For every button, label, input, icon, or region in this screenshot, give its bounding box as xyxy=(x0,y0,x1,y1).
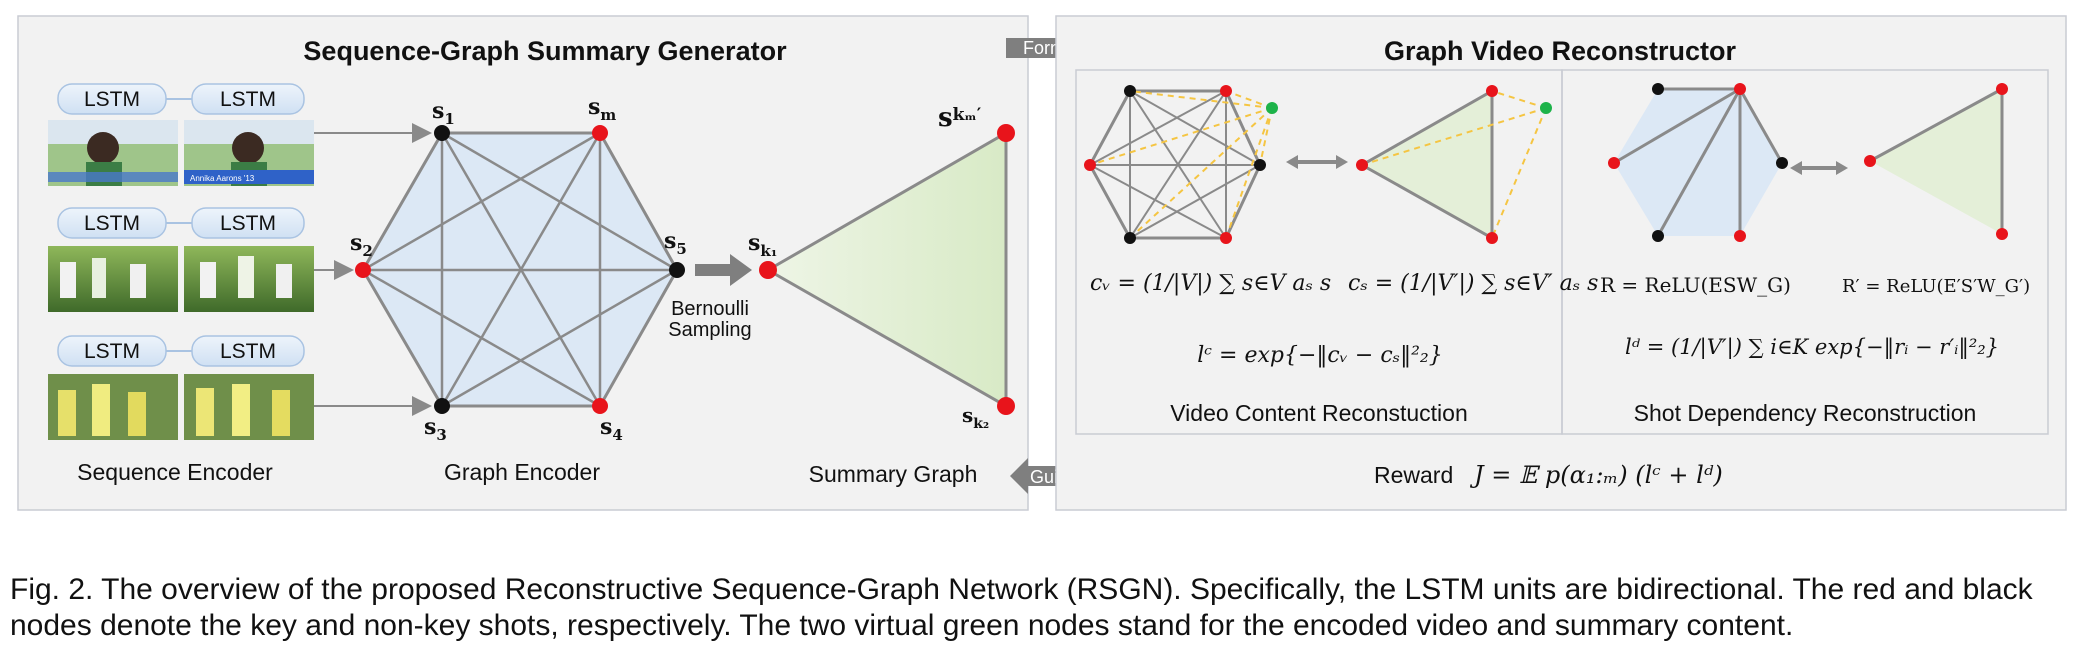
label-s4: s4 xyxy=(600,414,623,444)
summary-triangle xyxy=(764,130,1008,409)
reconstructor-title: Graph Video Reconstructor xyxy=(1384,36,1737,66)
node-sk2 xyxy=(997,397,1015,415)
node-s5 xyxy=(669,262,685,278)
lstm-unit xyxy=(191,207,305,239)
shot-dependency-label: Shot Dependency Reconstruction xyxy=(1634,400,1977,426)
lstm-label: LSTM xyxy=(220,340,276,363)
sequence-encoder-label: Sequence Encoder xyxy=(77,459,273,485)
video-graph xyxy=(1084,85,1278,244)
shot-dependency-box xyxy=(1561,69,2049,435)
label-s1: s1 xyxy=(432,98,455,128)
rsgn-figure: Sequence-Graph Summary Generator LSTM LS… xyxy=(17,15,2067,511)
node-s4 xyxy=(592,398,608,414)
equation-R: R = ReLU(ESW_G) xyxy=(1600,273,1791,297)
reward-equation: J = 𝔼 p(α₁:ₘ) (lᶜ + lᵈ) xyxy=(1469,461,1723,489)
equation-ld: lᵈ = (1/|V′|) ∑ i∈K exp{−‖rᵢ − r′ᵢ‖²₂} xyxy=(1625,335,1999,360)
equation-cv: cᵥ = (1/|V|) ∑ s∈V aₛ s xyxy=(1090,271,1331,296)
summary-graph-label: Summary Graph xyxy=(809,461,978,487)
label-sm: sm xyxy=(588,94,616,124)
graph-edges xyxy=(362,131,678,408)
virtual-node-video xyxy=(1266,102,1278,114)
reward-label: Reward xyxy=(1374,462,1453,488)
lstm-unit xyxy=(191,335,305,367)
bernoulli-label-2: Sampling xyxy=(668,319,751,341)
label-s3: s3 xyxy=(424,414,447,444)
form-label: Form xyxy=(1023,38,1065,58)
node-sk1 xyxy=(759,261,777,279)
summary-graph-small xyxy=(1356,85,1552,244)
video-frames-row-3 xyxy=(48,374,314,440)
node-s3 xyxy=(434,398,450,414)
lstm-label: LSTM xyxy=(220,212,276,235)
equation-cs: cₛ = (1/|V′|) ∑ s∈V′ aₛ s xyxy=(1348,271,1598,296)
frame-caption: Annika Aarons '13 xyxy=(190,174,255,183)
sampling-arrow xyxy=(695,254,752,286)
label-skm: skₘ′ xyxy=(938,103,982,133)
label-sk1: sk₁ xyxy=(748,230,777,260)
node-s1 xyxy=(434,125,450,141)
graph-encoder: s1 sm s2 s5 s3 s4 xyxy=(350,94,687,444)
figure-caption: Fig. 2. The overview of the proposed Rec… xyxy=(10,573,2033,642)
virtual-edges xyxy=(1089,90,1273,239)
video-frames-row-1: Annika Aarons '13 xyxy=(48,120,314,186)
video-frames-row-2 xyxy=(48,246,314,312)
equation-Rprime: R′ = ReLU(E′S′W_G′) xyxy=(1842,276,2030,297)
lstm-row-2: LSTM LSTM xyxy=(57,207,305,239)
summary-graph: sk₁ skₘ′ sk₂ xyxy=(748,103,1015,432)
lstm-label: LSTM xyxy=(84,88,140,111)
lstm-label: LSTM xyxy=(220,88,276,111)
lstm-row-3: LSTM LSTM xyxy=(57,335,305,367)
node-skm xyxy=(997,124,1015,142)
label-s2: s2 xyxy=(350,230,373,260)
dependency-triangle xyxy=(1864,83,2008,240)
lstm-row-1: LSTM LSTM xyxy=(57,83,305,115)
node-sm xyxy=(592,125,608,141)
virtual-node-summary xyxy=(1540,102,1552,114)
video-content-label: Video Content Reconstuction xyxy=(1170,400,1468,426)
lstm-unit xyxy=(191,83,305,115)
lstm-label: LSTM xyxy=(84,212,140,235)
equation-lc: lᶜ = exp{−‖cᵥ − cₛ‖²₂} xyxy=(1197,343,1442,368)
bernoulli-label-1: Bernoulli xyxy=(671,298,749,320)
generator-title: Sequence-Graph Summary Generator xyxy=(303,36,787,66)
dependency-graph xyxy=(1608,83,1788,242)
lstm-label: LSTM xyxy=(84,340,140,363)
double-arrow xyxy=(1790,161,1848,175)
graph-encoder-label: Graph Encoder xyxy=(444,459,600,485)
label-sk2: sk₂ xyxy=(962,403,989,432)
node-s2 xyxy=(355,262,371,278)
label-s5: s5 xyxy=(664,228,687,258)
double-arrow xyxy=(1286,155,1348,169)
